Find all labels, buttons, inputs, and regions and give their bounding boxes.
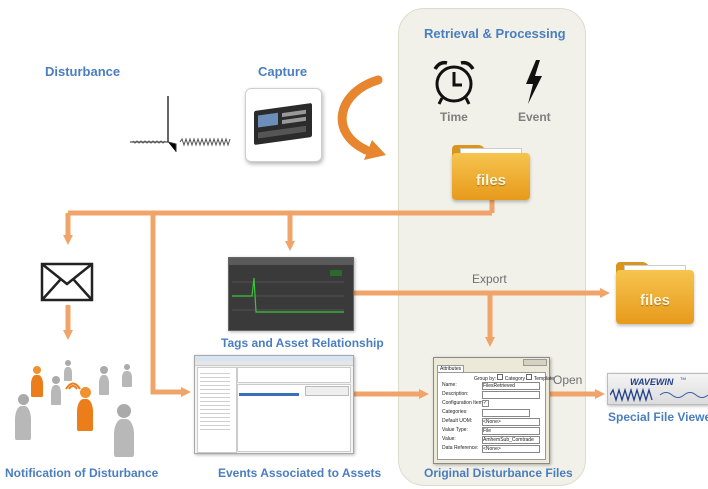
open-label: Open: [553, 373, 583, 387]
wavewin-tm: TM: [680, 376, 686, 381]
wavewin-viewer-logo: WAVEWIN TM: [607, 373, 708, 405]
exported-files-folder-icon: files: [616, 262, 694, 324]
category-checkbox[interactable]: [497, 374, 504, 380]
person-icon: [111, 404, 137, 460]
attribute-row: Description:: [442, 391, 546, 400]
attributes-dialog: Attributes Group by: Category Template N…: [433, 357, 554, 464]
event-frames-screenshot: [194, 355, 354, 454]
categories-field[interactable]: [482, 409, 530, 417]
attribute-row: Value: AmhemSub_Comtrade: [442, 436, 546, 445]
disturbance-label: Disturbance: [45, 64, 121, 79]
notified-person-icon: [29, 366, 45, 400]
attribute-row: Name: FilesRetrieved: [442, 382, 546, 391]
value-type-select[interactable]: File: [482, 427, 540, 435]
person-icon: [121, 364, 133, 388]
person-icon: [97, 366, 111, 396]
export-folder-label: files: [639, 292, 670, 309]
event-label: Event: [518, 110, 551, 124]
envelope-icon: [40, 262, 94, 302]
panel-folder-label: files: [475, 172, 506, 189]
attribute-row: Default UOM: <None>: [442, 418, 546, 427]
capture-label: Capture: [258, 64, 308, 79]
wavewin-wave-icon: [610, 388, 708, 402]
notification-label: Notification of Disturbance: [5, 466, 159, 480]
default-uom-select[interactable]: <None>: [482, 418, 540, 426]
wavewin-logo-text: WAVEWIN: [630, 377, 674, 387]
attribute-row: Value Type: File: [442, 427, 546, 436]
tags-assets-label: Tags and Asset Relationship: [221, 336, 384, 350]
waveform-icon: [130, 96, 231, 152]
original-files-label: Original Disturbance Files: [424, 466, 573, 480]
panel-title: Retrieval & Processing: [424, 26, 566, 41]
alarm-clock-icon: [433, 60, 475, 105]
notified-person-icon: [75, 387, 95, 435]
trend-plot: [232, 270, 344, 313]
person-icon: [13, 394, 33, 446]
lightning-bolt-icon: [526, 60, 542, 104]
events-assets-label: Events Associated to Assets: [218, 466, 382, 480]
person-icon: [63, 360, 73, 382]
arrow-to-events: [150, 213, 191, 397]
attribute-row: Categories:: [442, 409, 546, 418]
export-label: Export: [472, 272, 507, 286]
template-checkbox[interactable]: [526, 374, 533, 380]
recorder-device-card: [245, 88, 322, 162]
configuration-item-checkbox[interactable]: ✓: [482, 400, 489, 407]
attribute-rows: Name: FilesRetrieved Description: Config…: [442, 382, 546, 454]
description-field[interactable]: [482, 391, 540, 399]
attributes-tab[interactable]: Attributes: [437, 365, 465, 372]
group-by-label: Group by: Category Template: [474, 374, 555, 382]
special-viewers-label: Special File Viewers: [608, 410, 708, 424]
panel-files-folder-icon: files: [452, 145, 530, 200]
recorder-device-icon: [254, 102, 312, 146]
value-select[interactable]: AmhemSub_Comtrade: [482, 436, 540, 444]
people-group-illustration: [5, 342, 140, 460]
name-field[interactable]: FilesRetrieved: [482, 382, 540, 390]
attribute-row: Data Reference: <None>: [442, 445, 546, 454]
data-reference-select[interactable]: <None>: [482, 445, 540, 453]
trend-chart-screenshot: [228, 257, 354, 331]
attribute-row: Configuration Item: ✓: [442, 400, 489, 407]
curved-capture-arrow: [337, 75, 383, 155]
signal-icon: [65, 382, 81, 390]
person-icon: [49, 376, 63, 406]
time-label: Time: [440, 110, 468, 124]
